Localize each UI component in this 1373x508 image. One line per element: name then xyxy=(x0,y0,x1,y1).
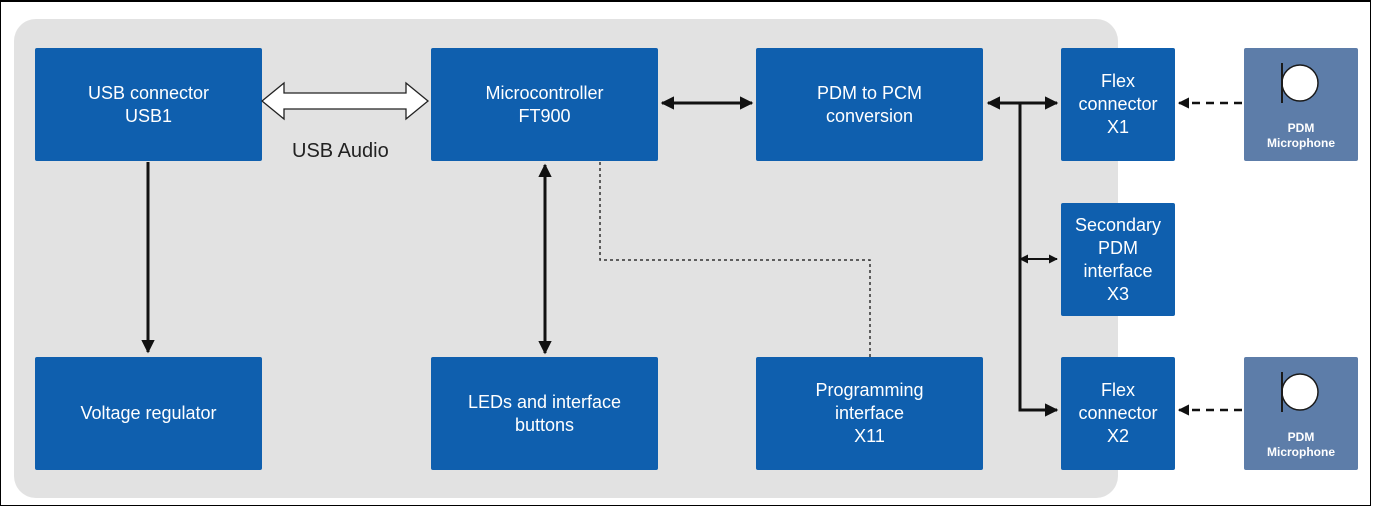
programming-line1: Programming xyxy=(815,380,924,400)
mic1-label-line2: Microphone xyxy=(1267,136,1335,150)
secondary-line2: PDM xyxy=(1098,237,1138,258)
flex-x1-line3: X1 xyxy=(1106,117,1130,137)
leds-buttons-block: LEDs and interface buttons xyxy=(431,357,658,470)
pdm-to-pcm-line1: PDM to PCM xyxy=(816,82,922,103)
flex-connector-x2-block: Flex connector X2 xyxy=(1061,357,1175,470)
mcu-programming-dotted-line xyxy=(599,162,871,357)
secondary-line4: X3 xyxy=(1106,283,1130,304)
voltage-regulator-line1: Voltage regulator xyxy=(80,403,217,423)
flex-x2-line1: Flex xyxy=(1100,380,1135,400)
usb-connector-line2: USB1 xyxy=(124,105,173,126)
flex-x2-line3: X2 xyxy=(1106,426,1130,446)
flex-x2-line2: connector xyxy=(1078,403,1158,423)
flex-x1-line2: connector xyxy=(1078,94,1158,114)
pdm-microphone-1: PDM Microphone xyxy=(1244,48,1358,161)
usb-connector-line1: USB connector xyxy=(87,82,210,103)
pdm-to-pcm-block: PDM to PCM conversion xyxy=(756,48,983,161)
usb-audio-label: USB Audio xyxy=(292,140,389,162)
programming-line2: interface xyxy=(834,403,905,423)
mic2-label-line2: Microphone xyxy=(1267,445,1335,459)
microcontroller-line2: FT900 xyxy=(518,105,571,126)
pdm-microphone-2: PDM Microphone xyxy=(1244,357,1358,470)
secondary-line3: interface xyxy=(1083,260,1153,281)
programming-line3: X11 xyxy=(854,426,885,446)
mic2-label-line1: PDM xyxy=(1287,430,1315,444)
mic1-label-line1: PDM xyxy=(1287,121,1315,135)
flex-x1-line1: Flex xyxy=(1100,71,1135,91)
usb-audio-hollow-arrow xyxy=(260,81,430,121)
secondary-pdm-interface-block: Secondary PDM interface X3 xyxy=(1061,203,1175,316)
microphone-icon xyxy=(1281,372,1319,412)
pdm-to-pcm-line2: conversion xyxy=(825,105,914,126)
secondary-line1: Secondary xyxy=(1074,214,1162,235)
microcontroller-block: Microcontroller FT900 xyxy=(431,48,658,161)
leds-line2: buttons xyxy=(514,414,575,435)
microcontroller-line1: Microcontroller xyxy=(485,82,604,103)
bus-to-flex2-arrow xyxy=(1018,103,1059,417)
programming-interface-block: Programming interface X11 xyxy=(756,357,983,470)
microphone-icon xyxy=(1281,63,1319,103)
voltage-regulator-block: Voltage regulator xyxy=(35,357,262,470)
leds-line1: LEDs and interface xyxy=(467,391,622,412)
flex-connector-x1-block: Flex connector X1 xyxy=(1061,48,1175,161)
usb-connector-block: USB connector USB1 xyxy=(35,48,262,161)
